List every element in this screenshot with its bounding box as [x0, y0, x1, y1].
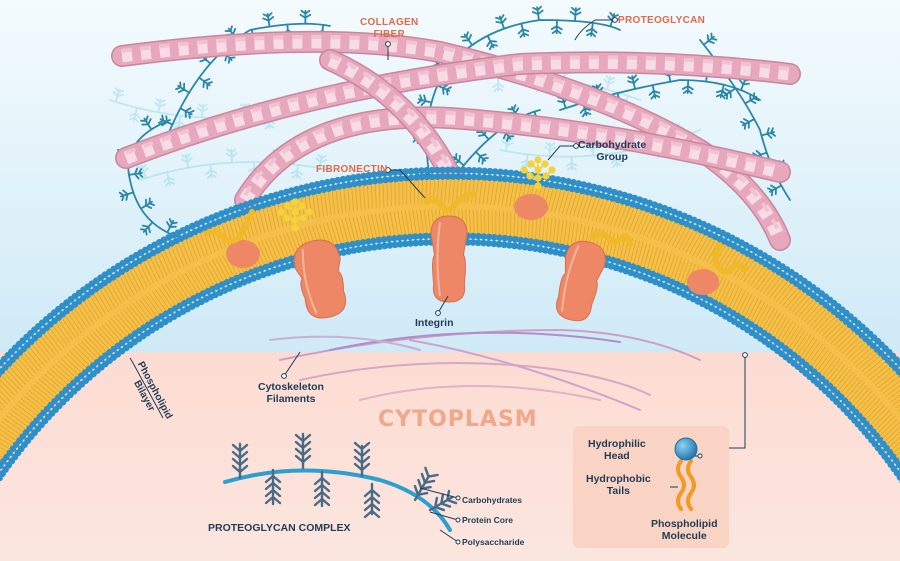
carbohydrate-chain: [353, 441, 371, 478]
leader-dot: [385, 41, 391, 47]
carbohydrate-chain: [294, 432, 312, 470]
carbohydrate-chain: [413, 466, 439, 502]
collagen-fiber: [234, 106, 791, 211]
proteoglycan-leader: [574, 19, 615, 41]
leader-dot: [742, 352, 748, 358]
proteoglycan-complex-illustration: [223, 432, 461, 545]
carbohydrate-chain: [313, 470, 331, 508]
background-proteoglycans: [109, 63, 701, 187]
carbohydrate-chain: [264, 468, 282, 506]
collagen-fibers: [111, 30, 801, 251]
cytoskeleton-filament: [299, 361, 651, 396]
peripheral-protein: [687, 269, 719, 295]
peripheral-protein: [514, 194, 548, 220]
peripheral-protein: [226, 240, 260, 268]
label-carbohydrates: Carbohydrates: [462, 495, 522, 505]
carbohydrate-group: [277, 198, 313, 232]
label-fibronectin: FIBRONECTIN: [316, 164, 388, 175]
carbohydrate-chain: [363, 482, 381, 519]
leader-dot: [455, 495, 461, 501]
leader-dot: [281, 373, 287, 379]
cytoskeleton-filament: [279, 328, 701, 361]
leader-dot: [573, 143, 579, 149]
collagen-fiber: [115, 51, 801, 169]
carbohydrates-leader: [419, 487, 459, 499]
carbohydrate-chain: [231, 442, 249, 480]
polysaccharide-leader: [439, 529, 459, 543]
fibronectin-strand: [712, 243, 748, 275]
leader-dot: [435, 310, 441, 316]
label-proteoglycan: PROTEOGLYCAN: [618, 15, 706, 26]
cytoskeleton-filament: [409, 339, 641, 411]
fibronectin-leader: [388, 169, 426, 199]
membrane-proteins: [203, 156, 748, 322]
lipid-tail-band: [0, 176, 900, 467]
fibronectin-strand: [589, 230, 633, 247]
integrin-leader: [437, 295, 449, 314]
label-polysaccharide: Polysaccharide: [462, 537, 525, 547]
integrin-center: [430, 215, 468, 303]
label-integrin: Integrin: [415, 317, 454, 329]
phospholipid-legend-box: [573, 426, 729, 548]
protein-core-leader: [429, 511, 459, 521]
integrin-left: [293, 239, 347, 319]
lipid-tails: [0, 177, 900, 463]
carbohydrate-leader: [547, 145, 576, 161]
label-protein-core: Protein Core: [462, 515, 514, 525]
bilayer-bracket: [129, 357, 164, 419]
lipid-heads: [0, 166, 900, 484]
label-cytoplasm: CYTOPLASM: [378, 407, 538, 432]
cytoskeleton-filament: [329, 331, 621, 351]
collagen-fiber: [319, 49, 471, 207]
leader-dot: [455, 539, 461, 545]
cytoskeleton-filament: [269, 335, 421, 351]
carbohydrate-group: [520, 156, 556, 190]
fibronectin-strand: [424, 191, 477, 213]
cytoskeleton-filament: [359, 385, 601, 401]
integrin-right: [555, 240, 606, 322]
leader-dot: [385, 167, 391, 173]
fibronectin-strand: [203, 209, 255, 244]
cytoskeleton-leader: [283, 351, 301, 377]
cytoskeleton-filaments: [269, 328, 701, 411]
leader-dot: [455, 517, 461, 523]
phospholipid-bilayer: [0, 166, 900, 484]
label-proteoglycan-complex: PROTEOGLYCAN COMPLEX: [208, 522, 351, 534]
leader-dot: [612, 17, 618, 23]
